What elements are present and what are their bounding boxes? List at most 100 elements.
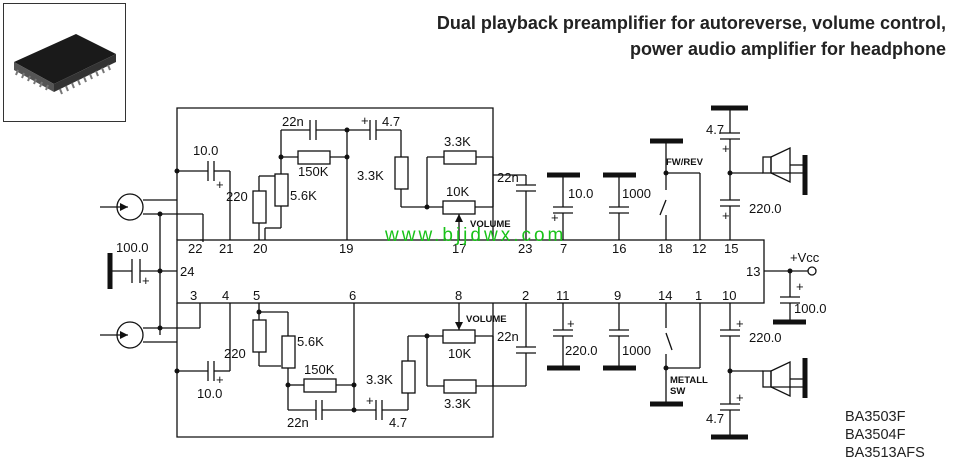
- c-47-hp-top-label: 4.7: [706, 122, 724, 137]
- pin-13: 13: [746, 264, 760, 279]
- fw-rev-switch: [659, 199, 667, 216]
- pin-3: 3: [190, 288, 197, 303]
- pin-8: 8: [455, 288, 462, 303]
- metal-sw-label-2: SW: [670, 386, 685, 397]
- watermark: www.bjjdwx.com: [385, 225, 567, 246]
- r-220-bottom-label: 220: [224, 346, 246, 361]
- c-220-hp-top-label: 220.0: [749, 201, 782, 216]
- c-10-pin7-label: 10.0: [568, 186, 593, 201]
- polarity-plus: +: [722, 208, 730, 223]
- volume-pot-bottom: [442, 329, 476, 344]
- polarity-plus: +: [361, 113, 369, 128]
- polarity-plus: +: [216, 372, 224, 387]
- resistor-220-top: [252, 190, 267, 224]
- model-1: BA3503F: [845, 409, 906, 425]
- c-220-pin11-label: 220.0: [565, 343, 598, 358]
- upper-network-frame: [176, 107, 494, 240]
- pin-2: 2: [522, 288, 529, 303]
- c-1000-pin9-label: 1000: [622, 343, 651, 358]
- pin-7: 7: [560, 241, 567, 256]
- c-10-bottom-label: 10.0: [197, 386, 222, 401]
- pin-21: 21: [219, 241, 233, 256]
- pin-1: 1: [695, 288, 702, 303]
- resistor-3-3k-top-horizontal: [443, 150, 477, 165]
- resistor-150k-top: [297, 150, 331, 165]
- polarity-plus: +: [796, 279, 804, 294]
- resistor-150k-bottom: [303, 378, 337, 393]
- r-33k-top-v-label: 3.3K: [357, 168, 384, 183]
- ic-package-image: [3, 3, 126, 122]
- polarity-plus: +: [736, 390, 744, 405]
- pin-23: 23: [518, 241, 532, 256]
- speaker-bottom-icon: [762, 370, 772, 388]
- c-22n-out-bottom-label: 22n: [497, 329, 519, 344]
- fw-rev-label: FW/REV: [666, 157, 704, 168]
- c-47-bottom-label: 4.7: [389, 415, 407, 430]
- r-33k-bottom-v-label: 3.3K: [366, 372, 393, 387]
- c-22n-top-label: 22n: [282, 114, 304, 129]
- pin-5: 5: [253, 288, 260, 303]
- pin-10: 10: [722, 288, 736, 303]
- pin-20: 20: [253, 241, 267, 256]
- pin-16: 16: [612, 241, 626, 256]
- resistor-3-3k-bottom-horizontal: [443, 379, 477, 394]
- c-220-hp-bottom-label: 220.0: [749, 330, 782, 345]
- c-1000-pin16-label: 1000: [622, 186, 651, 201]
- pin-15: 15: [724, 241, 738, 256]
- resistor-5-6k-bottom: [281, 335, 296, 369]
- volume-pot-top: [442, 200, 476, 215]
- polarity-plus: +: [551, 210, 559, 225]
- pin-18: 18: [658, 241, 672, 256]
- model-2: BA3504F: [845, 427, 906, 443]
- metal-sw-label-1: METALL: [670, 375, 708, 386]
- pin-4: 4: [222, 288, 229, 303]
- model-3: BA3513AFS: [845, 445, 925, 461]
- r-150k-bottom-label: 150K: [304, 362, 335, 377]
- c-100-vcc-label: 100.0: [794, 301, 827, 316]
- pin-19: 19: [339, 241, 353, 256]
- vr-10k-bottom-label: 10K: [448, 346, 471, 361]
- speaker-top-icon: [762, 156, 772, 174]
- model-list: BA3503F BA3504F BA3513AFS: [845, 408, 925, 462]
- ic-package-icon: [14, 34, 116, 95]
- c-10-top-label: 10.0: [193, 143, 218, 158]
- volume-bottom-label: VOLUME: [466, 314, 507, 325]
- pin-22: 22: [188, 241, 202, 256]
- resistor-220-bottom: [252, 319, 267, 353]
- pin-12: 12: [692, 241, 706, 256]
- title-line-2: power audio amplifier for headphone: [629, 39, 946, 59]
- r-220-top-label: 220: [226, 189, 248, 204]
- polarity-plus: +: [366, 393, 374, 408]
- title-line-1: Dual playback preamplifier for autorever…: [436, 13, 946, 33]
- polarity-plus: +: [722, 141, 730, 156]
- r-56k-bottom-label: 5.6K: [297, 334, 324, 349]
- diagram-title: Dual playback preamplifier for autorever…: [437, 10, 946, 62]
- resistor-5-6k-top: [274, 173, 289, 207]
- pin-6: 6: [349, 288, 356, 303]
- pin-11: 11: [556, 288, 570, 303]
- pin-14: 14: [658, 288, 672, 303]
- r-33k-top-h-label: 3.3K: [444, 134, 471, 149]
- c-47-top-label: 4.7: [382, 114, 400, 129]
- c-22n-bottom-label: 22n: [287, 415, 309, 430]
- r-33k-bottom-h-label: 3.3K: [444, 396, 471, 411]
- metal-switch: [665, 332, 673, 351]
- resistor-3-3k-top-vertical: [394, 156, 409, 190]
- c-100-left-label: 100.0: [116, 240, 149, 255]
- c-22n-out-top-label: 22n: [497, 170, 519, 185]
- vr-10k-top-label: 10K: [446, 184, 469, 199]
- vcc-label: +Vcc: [790, 250, 820, 265]
- pin-24: 24: [180, 264, 194, 279]
- pin-9: 9: [614, 288, 621, 303]
- r-150k-top-label: 150K: [298, 164, 329, 179]
- c-47-hp-bottom-label: 4.7: [706, 411, 724, 426]
- polarity-plus: +: [736, 316, 744, 331]
- polarity-plus: +: [567, 316, 575, 331]
- lower-network-frame: [176, 303, 494, 438]
- r-56k-top-label: 5.6K: [290, 188, 317, 203]
- polarity-plus: +: [142, 273, 150, 288]
- resistor-3-3k-bottom-vertical: [401, 360, 416, 394]
- polarity-plus: +: [216, 177, 224, 192]
- volume-top-label: VOLUME: [470, 219, 511, 230]
